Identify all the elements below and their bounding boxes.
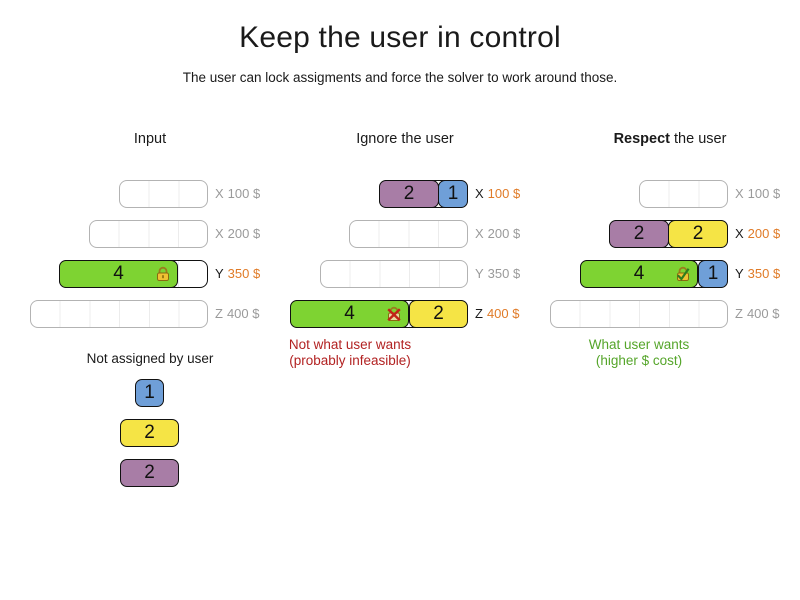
task-block-value: 2 [633, 223, 645, 244]
machine-row-respect-z400 [550, 300, 728, 328]
task-block-value: 4 [113, 263, 124, 284]
task-block: 1 [698, 260, 728, 288]
unassigned-title: Not assigned by user [86, 351, 214, 366]
task-block: 2 [379, 180, 439, 208]
page-subtitle: The user can lock assigments and force t… [182, 70, 618, 85]
task-block-locked: 4 [59, 260, 178, 288]
task-block-lock-respected: 4 [580, 260, 698, 288]
machine-row-ignore-x200 [349, 220, 468, 248]
lock-icon [155, 266, 171, 282]
lock-crossed-icon [386, 306, 402, 322]
column-title-input: Input [50, 131, 250, 147]
machine-row-input-x200 [89, 220, 208, 248]
caption-line: (probably infeasible) [289, 353, 411, 368]
machine-row-respect-x100 [639, 180, 728, 208]
column-title-ignore-text: Ignore the user [356, 131, 454, 147]
caption-respect: What user wants (higher $ cost) [529, 337, 749, 369]
task-block: 1 [438, 180, 468, 208]
task-block-value: 4 [633, 263, 645, 284]
task-block-value: 1 [707, 263, 719, 284]
task-block-value: 2 [433, 303, 444, 324]
unassigned-task-block: 2 [120, 419, 179, 447]
column-title-respect: Respect the user [570, 131, 770, 147]
task-block-value: 2 [692, 223, 704, 244]
task-block-value: 4 [344, 303, 355, 324]
caption-line: (higher $ cost) [595, 353, 683, 368]
caption-ignore: Not what user wants (probably infeasible… [240, 337, 460, 369]
task-block-lock-broken: 4 [290, 300, 409, 328]
task-block-value: 2 [144, 462, 155, 483]
task-block-value: 1 [447, 183, 459, 204]
caption-line: What user wants [588, 337, 690, 352]
task-block: 2 [409, 300, 468, 328]
machine-row-ignore-y350 [320, 260, 468, 288]
column-title-respect-rest: the user [670, 131, 727, 147]
task-block-value: 2 [144, 422, 155, 443]
unassigned-task-block: 1 [135, 379, 164, 407]
caption-line: Not what user wants [288, 337, 412, 352]
unassigned-task-block: 2 [120, 459, 179, 487]
task-block-value: 2 [403, 183, 415, 204]
page-title: Keep the user in control [239, 21, 561, 54]
task-block-value: 1 [144, 382, 155, 403]
machine-row-input-x100 [119, 180, 208, 208]
task-block: 2 [668, 220, 728, 248]
lock-check-icon [675, 266, 691, 282]
column-title-ignore: Ignore the user [305, 131, 505, 147]
column-title-respect-emphasis: Respect [613, 131, 670, 147]
column-title-input-text: Input [133, 131, 167, 147]
machine-row-input-z400 [30, 300, 208, 328]
task-block: 2 [609, 220, 669, 248]
